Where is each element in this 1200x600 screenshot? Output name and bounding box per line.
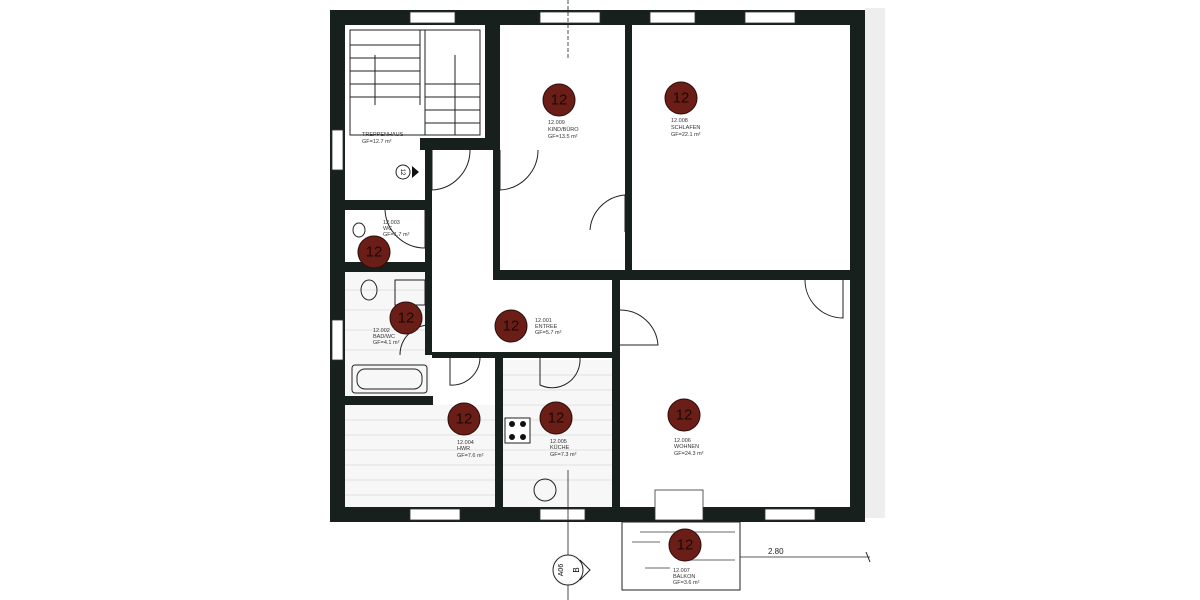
svg-text:ENTREE: ENTREE (535, 324, 558, 330)
svg-text:12: 12 (673, 90, 690, 107)
section-letter: B (572, 567, 581, 572)
room-wohnen: 12 12.006 WOHNEN GF=24.3 m² (667, 398, 704, 457)
svg-text:12.003: 12.003 (383, 220, 400, 226)
svg-text:KIND/BÜRO: KIND/BÜRO (548, 126, 579, 133)
unit-badge (494, 309, 528, 343)
svg-text:12.005: 12.005 (550, 439, 567, 445)
dimension-line: 2.80 (740, 547, 871, 563)
svg-text:GF=3.6 m²: GF=3.6 m² (673, 580, 700, 586)
section-marker: A06 B (552, 0, 591, 600)
svg-text:WOHNEN: WOHNEN (674, 444, 699, 450)
svg-text:12.008: 12.008 (671, 118, 688, 124)
section-sheet: A06 (558, 564, 565, 577)
svg-text:KÜCHE: KÜCHE (550, 444, 570, 451)
svg-text:12: 12 (399, 169, 405, 176)
fixtures (351, 222, 557, 502)
svg-text:12.006: 12.006 (674, 438, 691, 444)
svg-text:HWR: HWR (457, 446, 470, 452)
svg-text:12: 12 (548, 410, 565, 427)
svg-text:12.007: 12.007 (673, 568, 690, 574)
unit-badge (357, 235, 391, 269)
svg-text:GF=24.3 m²: GF=24.3 m² (674, 451, 704, 457)
svg-text:12.001: 12.001 (535, 318, 552, 324)
walls (330, 10, 865, 522)
unit-badge (667, 398, 701, 432)
room-kueche: 12 12.005 KÜCHE GF=7.3 m² (539, 401, 577, 458)
svg-text:GF=12.7 m²: GF=12.7 m² (362, 139, 392, 145)
svg-text:GF=4.1 m²: GF=4.1 m² (373, 340, 400, 346)
svg-text:12: 12 (503, 318, 520, 335)
scan-edge (865, 8, 885, 518)
svg-text:12: 12 (551, 92, 568, 109)
room-wc: 12 12.003 WC GF=1.7 m² (357, 220, 410, 269)
svg-text:GF=1.7 m²: GF=1.7 m² (383, 232, 410, 238)
room-hwr: 12 12.004 HWR GF=7.6 m² (447, 402, 484, 459)
svg-text:12: 12 (366, 244, 383, 261)
svg-text:GF=22.1 m²: GF=22.1 m² (671, 132, 701, 138)
svg-text:12.004: 12.004 (457, 440, 474, 446)
room-balkon: 12 12.007 BALKON GF=3.6 m² (668, 528, 702, 586)
svg-text:SCHLAFEN: SCHLAFEN (671, 125, 700, 131)
svg-text:TREPPENHAUS: TREPPENHAUS (362, 132, 404, 138)
svg-text:12: 12 (398, 310, 415, 327)
room-kind-buero: 12 12.009 KIND/BÜRO GF=13.5 m² (542, 83, 579, 140)
staircase (349, 29, 481, 136)
svg-text:12: 12 (676, 407, 693, 424)
svg-text:GF=7.3 m²: GF=7.3 m² (550, 452, 577, 458)
room-entree: 12 12.001 ENTREE GF=5.7 m² (494, 309, 562, 343)
svg-text:GF=5.7 m²: GF=5.7 m² (535, 330, 562, 336)
unit-badge (542, 83, 576, 117)
svg-text:BALKON: BALKON (673, 574, 695, 580)
svg-text:GF=13.5 m²: GF=13.5 m² (548, 134, 578, 140)
windows (331, 11, 816, 521)
svg-text:BAD/WC: BAD/WC (373, 334, 395, 340)
room-treppenhaus: TREPPENHAUS GF=12.7 m² (362, 132, 404, 145)
svg-text:12: 12 (456, 411, 473, 428)
dimension-label: 2.80 (768, 547, 784, 556)
stove-icon (504, 417, 531, 444)
room-bad-wc: 12 12.002 BAD/WC GF=4.1 m² (373, 301, 423, 346)
entrance-marker: 12 (395, 164, 419, 180)
unit-badge (389, 301, 423, 335)
svg-text:WC: WC (383, 226, 392, 232)
unit-badge (447, 402, 481, 436)
svg-text:12.002: 12.002 (373, 328, 390, 334)
svg-text:GF=7.6 m²: GF=7.6 m² (457, 453, 484, 459)
svg-text:12.009: 12.009 (548, 120, 565, 126)
balcony (621, 521, 741, 591)
room-schlafen: 12 12.008 SCHLAFEN GF=22.1 m² (664, 81, 701, 138)
svg-text:12: 12 (677, 537, 694, 554)
unit-badge (539, 401, 573, 435)
unit-badge (664, 81, 698, 115)
unit-badge (668, 528, 702, 562)
